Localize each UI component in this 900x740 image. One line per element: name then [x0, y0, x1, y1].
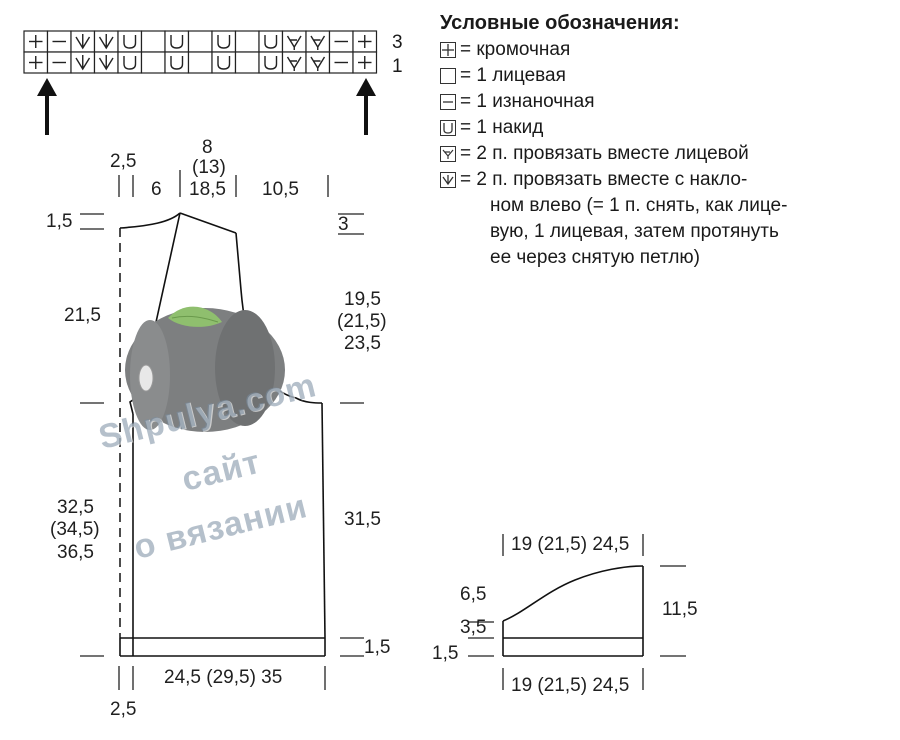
- chart-cell-purl: [46, 51, 72, 74]
- legend: Условные обозначения: = кромочная = 1 ли…: [440, 12, 787, 271]
- legend-label-k2tog: = 2 п. провязать вместе лицевой: [460, 143, 749, 164]
- legend-continuation-3: ее через снятую петлю): [490, 247, 700, 268]
- chart-cell-k2tog_left: [70, 51, 96, 74]
- legend-label-knit: = 1 лицевая: [460, 65, 566, 86]
- chart-cell-k2tog_left: [70, 30, 96, 53]
- arrow-up-left: [37, 78, 57, 135]
- sleeve-cap-curve: [502, 565, 644, 622]
- dim-right-195: 19,5: [344, 289, 381, 310]
- legend-item-knit: = 1 лицевая: [440, 65, 787, 91]
- yarn-over-icon: [440, 120, 456, 136]
- sleeve-dimension-ticks: [468, 534, 686, 690]
- knit-stitch-icon: [440, 68, 456, 84]
- sleeve-dim-top-width: 19 (21,5) 24,5: [511, 534, 630, 555]
- chart-cell-purl: [328, 30, 354, 53]
- dim-top-6: 6: [151, 179, 162, 200]
- chart-cell-k2tog: [281, 51, 307, 74]
- sleeve-dim-left-65: 6,5: [460, 584, 487, 605]
- stitch-chart-grid: [23, 30, 378, 74]
- legend-label-yarn-over: = 1 накид: [460, 117, 544, 138]
- dim-right-215: (21,5): [337, 311, 387, 332]
- chart-cell-yo: [211, 30, 237, 53]
- legend-item-k2tog: = 2 п. провязать вместе лицевой: [440, 143, 787, 169]
- chart-cell-edge: [23, 30, 49, 53]
- sleeve-dim-bottom-width: 19 (21,5) 24,5: [511, 675, 630, 696]
- purl-stitch-icon: [440, 94, 456, 110]
- legend-continuation-2: вую, 1 лицевая, затем протянуть: [490, 221, 779, 242]
- chart-cell-k2tog_left: [93, 51, 119, 74]
- dim-left-15: 1,5: [46, 211, 73, 232]
- chart-cell-k2tog: [281, 30, 307, 53]
- chart-cell-edge: [23, 51, 49, 74]
- dim-bottom-width: 24,5 (29,5) 35: [164, 667, 283, 688]
- dim-left-365: 36,5: [57, 542, 94, 563]
- chart-cell-blank: [234, 51, 260, 74]
- sleeve-dim-left-35: 3,5: [460, 617, 487, 638]
- legend-label-purl: = 1 изнаночная: [460, 91, 595, 112]
- dim-left-345: (34,5): [50, 519, 100, 540]
- chart-cell-blank: [187, 30, 213, 53]
- edge-stitch-icon: [440, 42, 456, 58]
- dim-top-13: (13): [192, 157, 226, 178]
- chart-cell-k2tog_left: [93, 30, 119, 53]
- dim-left-215: 21,5: [64, 305, 101, 326]
- chart-cell-yo: [117, 51, 143, 74]
- legend-continuation-1: ном влево (= 1 п. снять, как лице-: [490, 195, 788, 216]
- legend-label-edge: = кромочная: [460, 39, 571, 60]
- legend-item-k2tog-left: = 2 п. провязать вместе с накло-: [440, 169, 787, 195]
- dim-top-18: 18,5: [189, 179, 226, 200]
- chart-cell-blank: [187, 51, 213, 74]
- dim-top-left: 2,5: [110, 151, 137, 172]
- chart-row-number-3: 3: [392, 32, 403, 53]
- chart-cell-k2tog: [305, 51, 331, 74]
- chart-cell-yo: [258, 30, 284, 53]
- dim-right-bottom-15: 1,5: [364, 637, 391, 658]
- chart-cell-edge: [352, 51, 378, 74]
- legend-item-purl: = 1 изнаночная: [440, 91, 787, 117]
- legend-item-edge: = кромочная: [440, 39, 787, 65]
- chart-cell-k2tog: [305, 30, 331, 53]
- sleeve-dim-left-15: 1,5: [432, 643, 459, 664]
- chart-cell-blank: [140, 51, 166, 74]
- neck-curve: [119, 212, 181, 229]
- chart-cell-yo: [164, 30, 190, 53]
- dim-left-325: 32,5: [57, 497, 94, 518]
- sleeve-dim-right-115: 11,5: [662, 599, 698, 620]
- body-dimension-ticks: [80, 170, 364, 690]
- legend-item-yarn-over: = 1 накид: [440, 117, 787, 143]
- chart-cell-blank: [140, 30, 166, 53]
- chart-cell-blank: [234, 30, 260, 53]
- arrow-up-right: [356, 78, 376, 135]
- k2tog-left-icon: [440, 172, 456, 188]
- chart-cell-edge: [352, 30, 378, 53]
- chart-cell-yo: [258, 51, 284, 74]
- legend-title: Условные обозначения:: [440, 12, 680, 34]
- sleeve-pattern: [502, 565, 644, 657]
- dim-right-235: 23,5: [344, 333, 381, 354]
- dim-top-8: 8: [202, 137, 213, 158]
- chart-cell-purl: [46, 30, 72, 53]
- dim-right-315: 31,5: [344, 509, 381, 530]
- chart-row-number-1: 1: [392, 56, 403, 77]
- legend-label-k2tog-left: = 2 п. провязать вместе с накло-: [460, 169, 748, 190]
- chart-cell-purl: [328, 51, 354, 74]
- shoulder-line: [179, 212, 237, 234]
- yarn-cone-illustration: [125, 306, 285, 432]
- chart-cell-yo: [211, 51, 237, 74]
- chart-cell-yo: [164, 51, 190, 74]
- chart-cell-yo: [117, 30, 143, 53]
- side-seam: [321, 402, 326, 639]
- dim-right-3: 3: [338, 214, 349, 235]
- dim-bottom-25: 2,5: [110, 699, 137, 720]
- k2tog-icon: [440, 146, 456, 162]
- dim-top-105: 10,5: [262, 179, 299, 200]
